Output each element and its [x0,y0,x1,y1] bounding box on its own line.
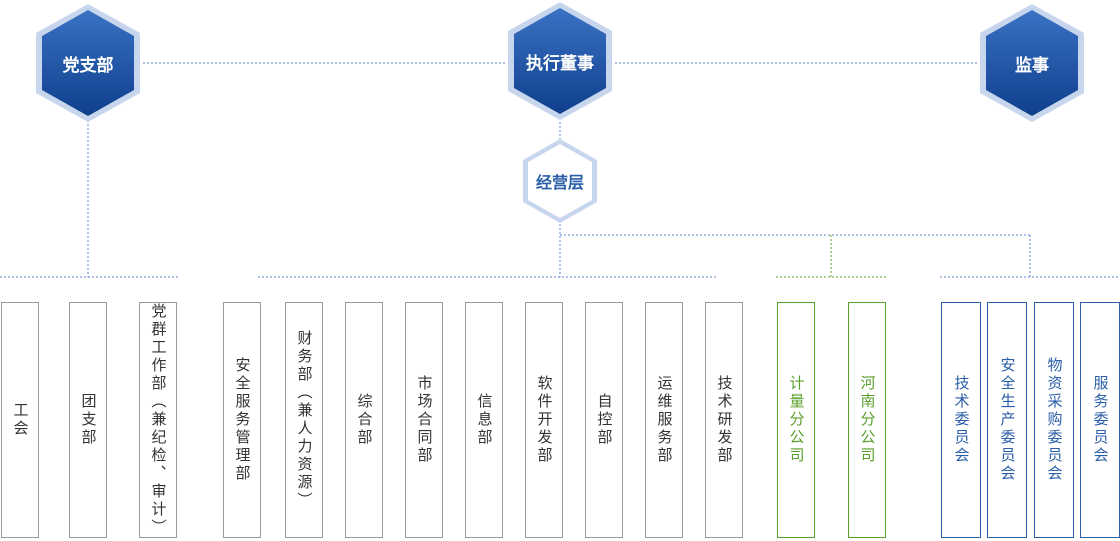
dept-label: 财务部（兼人力资源） [295,330,314,510]
dept-box: 党群工作部（兼纪检、审计） [139,302,177,538]
dept-label: 市场合同部 [415,375,434,465]
committee-box: 技术委员会 [941,302,981,538]
dept-label: 综合部 [355,393,374,447]
committee-label: 服务委员会 [1091,375,1110,465]
branch-label: 计量分公司 [787,375,806,465]
dept-label: 党群工作部（兼纪检、审计） [149,303,168,537]
dept-label: 信息部 [475,393,494,447]
dept-label: 团支部 [79,393,98,447]
dept-label: 工会 [11,402,30,438]
management-label: 经营层 [535,173,584,192]
committee-label: 安全生产委员会 [998,357,1017,483]
dept-box: 信息部 [465,302,503,538]
dept-box: 运维服务部 [645,302,683,538]
party-branch-node: 党支部 [32,2,144,124]
committee-box: 物资采购委员会 [1034,302,1074,538]
party-branch-label: 党支部 [62,55,114,76]
dept-box: 工会 [1,302,39,538]
dept-box: 团支部 [69,302,107,538]
branch-box: 河南分公司 [848,302,886,538]
executive-director-node: 执行董事 [504,0,616,122]
dept-box: 安全服务管理部 [223,302,261,538]
dept-box: 软件开发部 [525,302,563,538]
dept-box: 自控部 [585,302,623,538]
management-node: 经营层 [520,137,600,225]
dept-label: 运维服务部 [655,375,674,465]
branch-label: 河南分公司 [858,375,877,465]
supervisor-node: 监事 [976,2,1088,124]
dept-box: 市场合同部 [405,302,443,538]
dept-box: 综合部 [345,302,383,538]
dept-label: 安全服务管理部 [233,357,252,483]
executive-director-label: 执行董事 [526,53,594,74]
dept-box: 技术研发部 [705,302,743,538]
supervisor-label: 监事 [1015,55,1049,76]
committee-label: 技术委员会 [952,375,971,465]
committee-box: 安全生产委员会 [987,302,1027,538]
committee-box: 服务委员会 [1080,302,1120,538]
dept-label: 技术研发部 [715,375,734,465]
committee-label: 物资采购委员会 [1045,357,1064,483]
dept-box: 财务部（兼人力资源） [285,302,323,538]
dept-label: 自控部 [595,393,614,447]
branch-box: 计量分公司 [777,302,815,538]
dept-label: 软件开发部 [535,375,554,465]
